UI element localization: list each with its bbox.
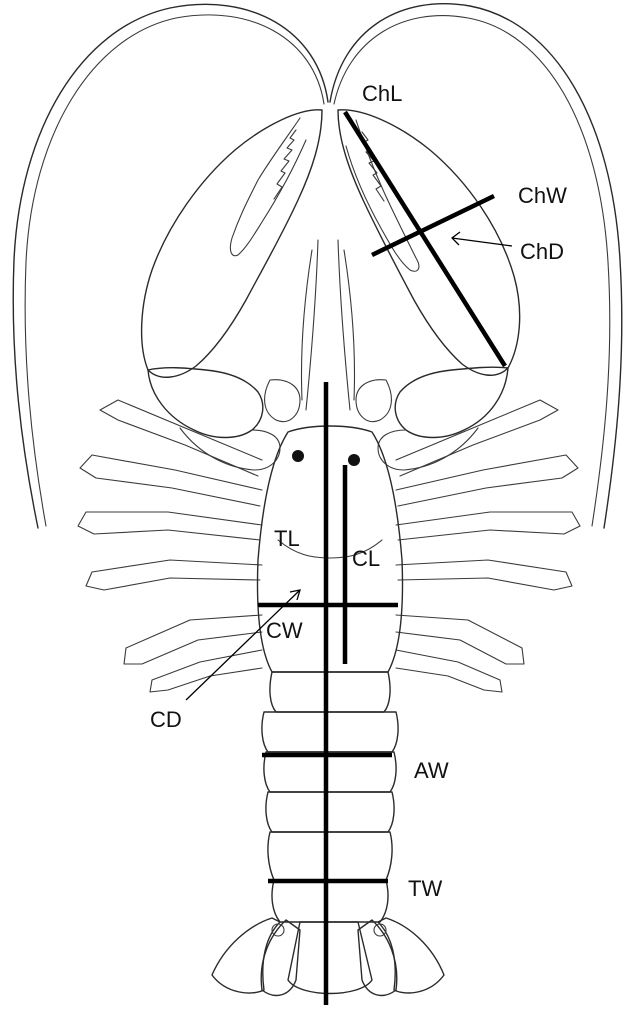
right-uropod-inner xyxy=(358,920,397,995)
cd-pointer-line xyxy=(186,590,300,700)
walking-legs-left xyxy=(78,400,262,692)
left-claw-dactyl xyxy=(230,118,306,256)
left-uropod-inner xyxy=(261,920,300,995)
abdomen-segment-5 xyxy=(268,832,392,880)
chw-label: ChW xyxy=(518,183,567,208)
rostrum-right-edge xyxy=(344,250,355,400)
chl-label: ChL xyxy=(362,81,402,106)
chd-pointer-line xyxy=(452,238,512,246)
left-leg-2 xyxy=(80,455,262,506)
left-leg-5 xyxy=(124,615,262,664)
left-eye xyxy=(292,450,304,462)
cl-label: CL xyxy=(352,546,380,571)
right-leg-4 xyxy=(396,560,572,590)
chd-label: ChD xyxy=(520,239,564,264)
right-leg-2 xyxy=(396,455,578,506)
tw-label: TW xyxy=(408,876,442,901)
right-leg-3 xyxy=(396,512,580,540)
telson xyxy=(288,922,372,994)
chl-measure-line xyxy=(345,112,505,366)
antennal-scale-left xyxy=(265,380,300,422)
abdomen-segment-2 xyxy=(262,712,398,752)
right-claw xyxy=(338,110,520,470)
tl-label: TL xyxy=(274,526,300,551)
left-claw-carpus xyxy=(148,368,263,438)
right-uropod-outer xyxy=(378,918,444,993)
left-uropod-outer xyxy=(212,918,280,993)
aw-label: AW xyxy=(414,758,449,783)
left-antenna xyxy=(13,4,328,528)
measurement-lines xyxy=(258,112,505,1005)
labels: ChL ChW ChD TL CL CW CD AW TW xyxy=(150,81,567,901)
abdomen-segment-1 xyxy=(270,672,390,712)
left-claw-propodus xyxy=(142,110,322,377)
left-leg-3 xyxy=(78,512,262,540)
right-leg-5 xyxy=(396,615,524,664)
left-leg-4 xyxy=(86,560,262,590)
abdomen-segment-3 xyxy=(264,752,396,792)
antennule-right xyxy=(338,240,350,410)
left-leg-6 xyxy=(150,650,262,692)
right-leg-6 xyxy=(396,650,502,692)
abdomen-segment-6 xyxy=(272,880,388,922)
left-leg-1 xyxy=(100,400,262,476)
cd-label: CD xyxy=(150,707,182,732)
antennae xyxy=(13,4,622,528)
antennule-left xyxy=(306,240,318,410)
right-claw-carpus xyxy=(395,367,508,437)
cw-label: CW xyxy=(266,618,303,643)
rostrum-left-edge xyxy=(301,250,312,400)
abdomen xyxy=(262,672,398,922)
right-leg-1 xyxy=(396,400,558,476)
antennal-scale-right xyxy=(356,380,391,422)
walking-legs-right xyxy=(396,400,580,692)
right-eye xyxy=(348,454,360,466)
abdomen-segment-4 xyxy=(266,792,394,832)
